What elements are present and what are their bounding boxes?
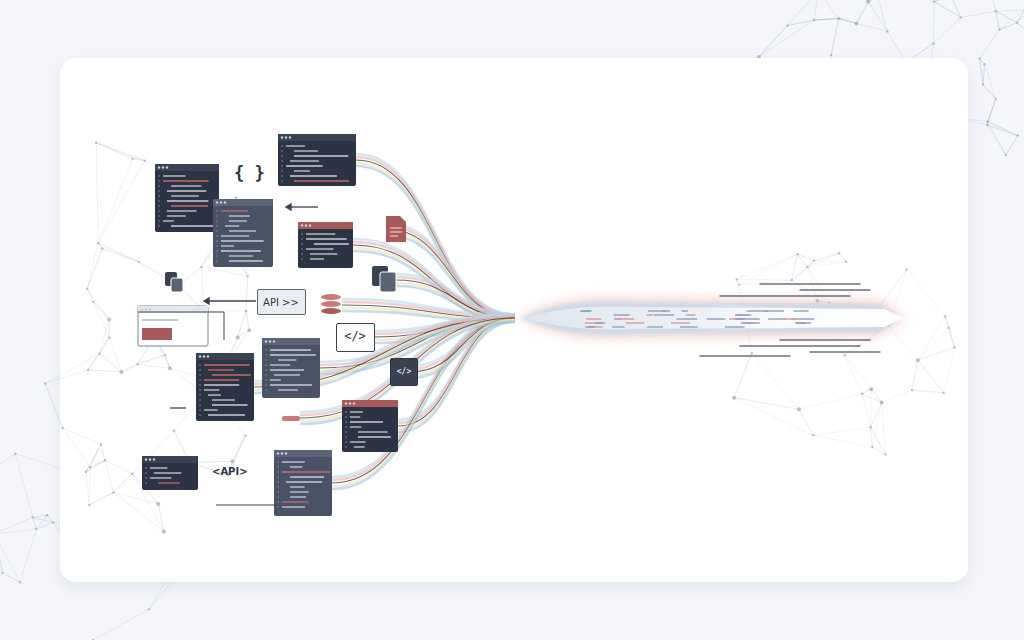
file-icons [138,204,406,505]
data-stream [520,284,905,356]
api-box: API >> [257,289,306,315]
node-text: </> [397,368,411,377]
card [60,58,968,582]
code-windows [138,134,398,516]
braces-symbol: { } [234,163,265,183]
network-mesh [44,142,956,534]
code-icon: </> [390,358,418,386]
node-text: API >> [263,297,299,308]
node-text: </> [344,330,366,343]
code-tag-box: </> [336,323,375,352]
api-tag: <API> [212,466,248,477]
data-strands [254,154,515,489]
